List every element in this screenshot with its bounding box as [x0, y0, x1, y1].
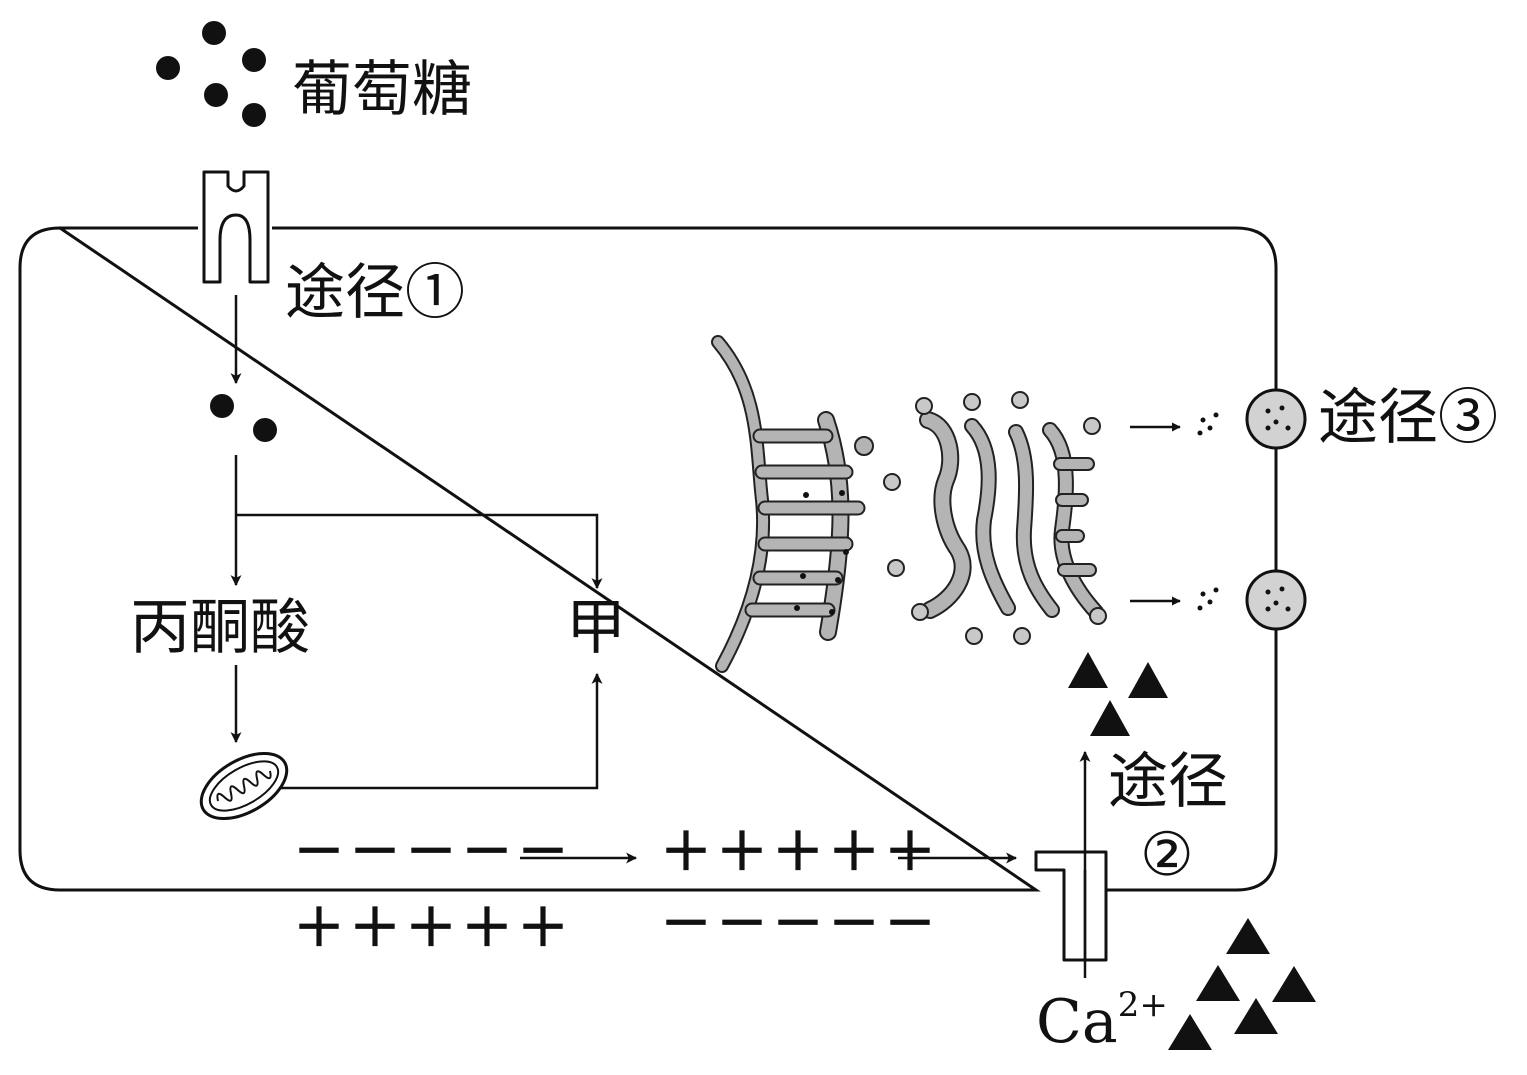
- pyruvate-label: 丙酮酸: [130, 593, 310, 663]
- endoplasmic-reticulum: [711, 335, 874, 673]
- glucose-label: 葡萄糖: [292, 55, 472, 125]
- mitochondrion: [199, 751, 289, 821]
- outside-charge-before: ＋＋＋＋＋: [293, 899, 573, 959]
- calcium-channel: [1034, 850, 1108, 962]
- golgi-apparatus: [919, 411, 1104, 620]
- pathway2-label: 途径: [1108, 747, 1228, 817]
- metabolism-arrows: [230, 455, 603, 790]
- inside-charge-after: ＋＋＋＋＋: [660, 823, 940, 883]
- secretion-arrows: [1130, 422, 1181, 606]
- glucose-transporter: [202, 170, 270, 284]
- glucose-to-jia-arrow: [236, 513, 603, 590]
- ribosomes: [794, 490, 849, 615]
- calcium-ions-outside: [1168, 918, 1316, 1050]
- pathway3-label: 途径③: [1318, 383, 1498, 453]
- inside-charge-before: －－－－－: [293, 823, 573, 883]
- insulin-granules: [1197, 412, 1219, 611]
- jia-label: 甲: [566, 593, 626, 663]
- golgi-vesicles: [911, 391, 1107, 645]
- transport-vesicles: [883, 473, 905, 577]
- pathway1-label: 途径①: [285, 258, 465, 328]
- calcium-ion-label: Ca2+: [1036, 985, 1168, 1057]
- mitochondrion-to-jia-arrow: [275, 672, 603, 790]
- glucose-molecules: [156, 21, 266, 127]
- exocytosis-vesicles: [1245, 388, 1307, 631]
- outside-charge-after: －－－－－: [660, 895, 940, 955]
- cell-membrane: [18, 226, 1278, 892]
- pathway2-number: ②: [1140, 820, 1194, 890]
- intracellular-glucose: [210, 394, 277, 442]
- calcium-ions-inside: [1068, 652, 1168, 736]
